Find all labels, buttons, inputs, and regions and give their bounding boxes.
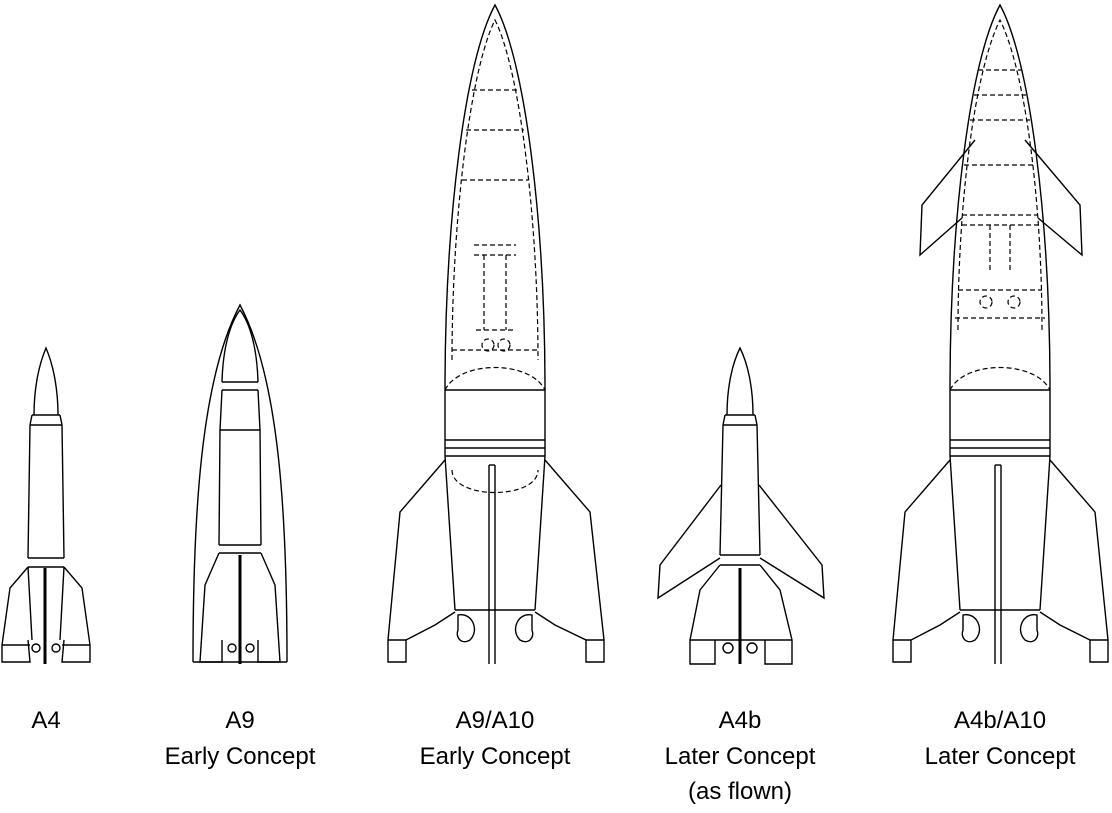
label-a4b-line1: A4b <box>718 707 762 734</box>
label-a9-a10: A9/A10 Early Concept <box>420 703 571 775</box>
rocket-a4b <box>657 346 825 665</box>
label-a9-a10-line1: A9/A10 <box>455 707 535 734</box>
label-a4-line1: A4 <box>31 707 61 734</box>
rocket-a9 <box>192 303 288 664</box>
rocket-a9-a10 <box>387 3 605 664</box>
rocket-a4b-a10 <box>892 3 1109 664</box>
label-a4b-a10: A4b/A10 Later Concept <box>925 703 1076 775</box>
label-a9-line2: Early Concept <box>164 743 316 770</box>
label-a9: A9 Early Concept <box>165 703 316 775</box>
label-a4: A4 <box>31 703 60 739</box>
label-a4b-a10-line2: Later Concept <box>924 743 1076 770</box>
label-a4b-a10-line1: A4b/A10 <box>953 707 1047 734</box>
label-a4b-line3: (as flown) <box>687 778 793 805</box>
label-a4b-line2: Later Concept <box>664 743 816 770</box>
label-a9-line1: A9 <box>225 707 255 734</box>
rocket-a4 <box>1 346 91 664</box>
label-a9-a10-line2: Early Concept <box>419 743 571 770</box>
label-a4b: A4b Later Concept (as flown) <box>665 703 816 809</box>
